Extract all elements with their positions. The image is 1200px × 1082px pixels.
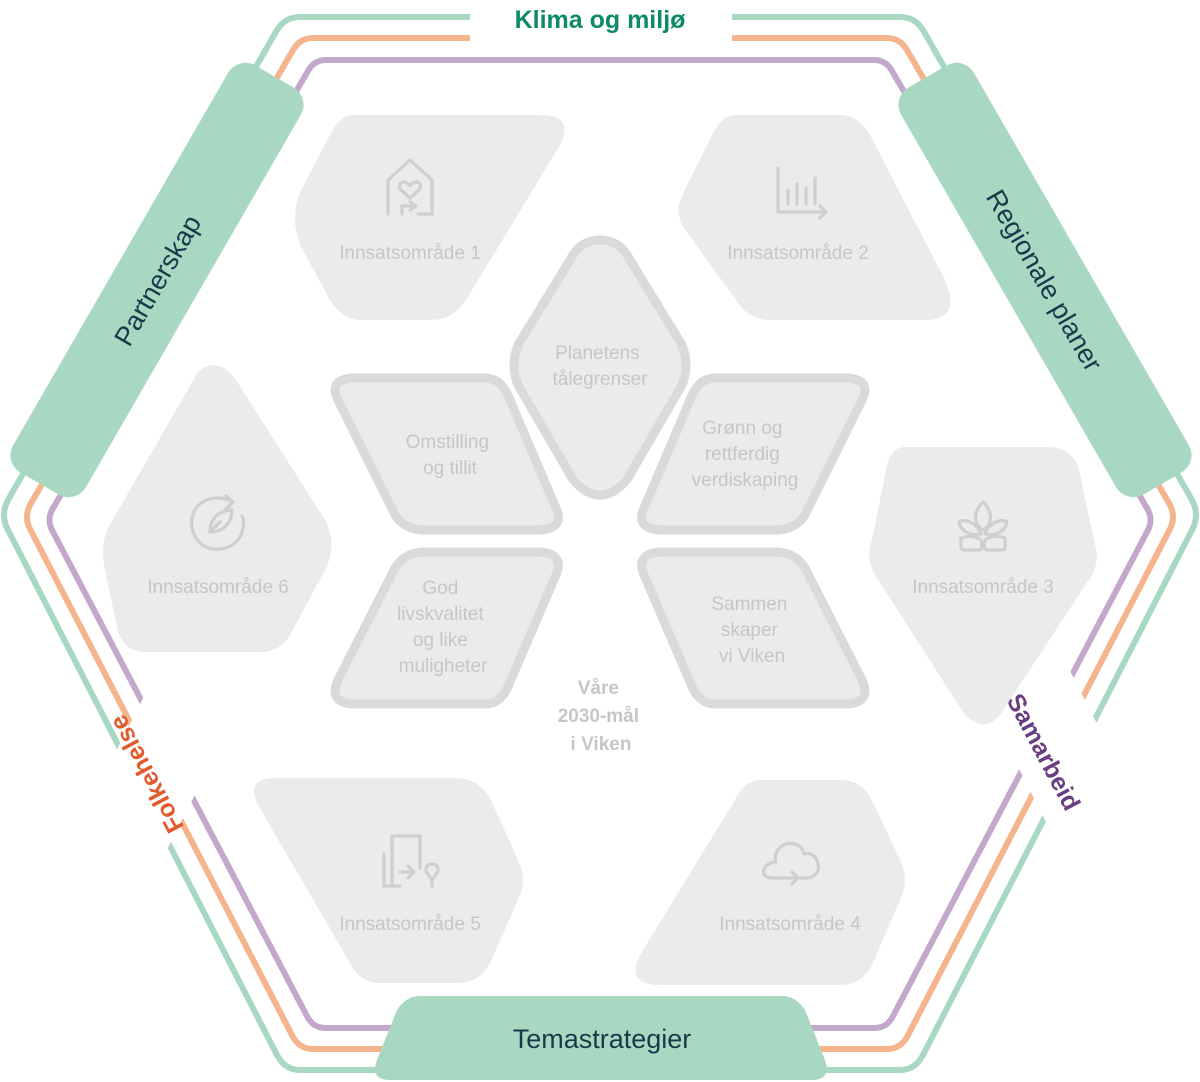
goal-lower-left-line-2: livskvalitet — [397, 604, 484, 625]
focus-area-4: Innsatsområde 4 — [635, 780, 905, 985]
goal-upper-right-line-3: verdiskaping — [692, 470, 799, 491]
tab-temastrategier: Temastrategier — [375, 996, 827, 1080]
ring-purple — [46, 57, 1154, 1031]
focus-area-1-label: Innsatsområde 1 — [339, 243, 481, 264]
ring-label-top: Klima og miljø — [515, 6, 687, 34]
focus-area-6: Innsatsområde 6 — [103, 365, 332, 652]
center-label: Våre 2030-mål i Viken — [558, 678, 645, 755]
goal-top-label: Planetens tålegrenser — [552, 343, 648, 390]
goal-lower-right-label: Sammen skaper vi Viken — [711, 594, 792, 667]
goal-upper-left-line-2: og tillit — [423, 458, 478, 479]
cloud-arrow-icon — [762, 841, 821, 886]
focus-area-4-label: Innsatsområde 4 — [719, 914, 861, 935]
focus-area-6-label: Innsatsområde 6 — [147, 577, 289, 598]
ring-orange — [24, 35, 1176, 1052]
tab-label-temastrategier: Temastrategier — [513, 1024, 692, 1054]
goal-planetens-talegrenser: Planetens tålegrenser — [509, 235, 691, 500]
center-line-2: 2030-mål — [558, 706, 639, 727]
leaf-sprout-icon — [957, 500, 1009, 552]
center-line-1: Våre — [578, 678, 619, 699]
goal-top-line-2: tålegrenser — [552, 369, 648, 390]
focus-area-5-label: Innsatsområde 5 — [339, 914, 481, 935]
cycle-leaf-icon — [190, 494, 246, 551]
goal-upper-right-line-2: rettferdig — [705, 444, 780, 465]
goal-upper-right-line-1: Grønn og — [702, 418, 782, 439]
focus-area-5: Innsatsområde 5 — [254, 778, 523, 983]
building-arrow-icon — [382, 834, 440, 888]
goal-lower-right-line-2: skaper — [721, 620, 779, 641]
center-line-3: i Viken — [571, 734, 632, 755]
goal-upper-right-label: Grønn og rettferdig verdiskaping — [692, 418, 799, 491]
ring-green — [1, 14, 1199, 1073]
goal-gronn-og-rettferdig: Grønn og rettferdig verdiskaping — [637, 373, 870, 535]
goal-lower-left-line-1: God — [422, 578, 458, 599]
goal-lower-left-label: God livskvalitet og like muligheter — [397, 578, 489, 677]
focus-area-2-label: Innsatsområde 2 — [727, 243, 869, 264]
goal-top-line-1: Planetens — [555, 343, 640, 364]
goal-lower-right-line-3: vi Viken — [719, 646, 785, 667]
goal-omstilling-og-tillit: Omstilling og tillit — [330, 373, 563, 535]
goal-lower-right-line-1: Sammen — [711, 594, 787, 615]
focus-area-3-label: Innsatsområde 3 — [912, 577, 1054, 598]
goal-sammen-skaper-vi-viken: Sammen skaper vi Viken — [637, 547, 870, 709]
goal-lower-left-line-4: muligheter — [399, 656, 488, 677]
bar-chart-icon — [776, 166, 828, 220]
goal-upper-left-label: Omstilling og tillit — [406, 432, 495, 479]
focus-area-3: Innsatsområde 3 — [869, 447, 1097, 725]
house-heart-icon — [386, 158, 434, 216]
goal-upper-left-line-1: Omstilling — [406, 432, 489, 453]
goal-lower-left-line-3: og like — [413, 630, 468, 651]
focus-area-2: Innsatsområde 2 — [678, 115, 951, 320]
focus-area-1: Innsatsområde 1 — [295, 115, 565, 320]
goal-god-livskvalitet: God livskvalitet og like muligheter — [330, 547, 563, 709]
